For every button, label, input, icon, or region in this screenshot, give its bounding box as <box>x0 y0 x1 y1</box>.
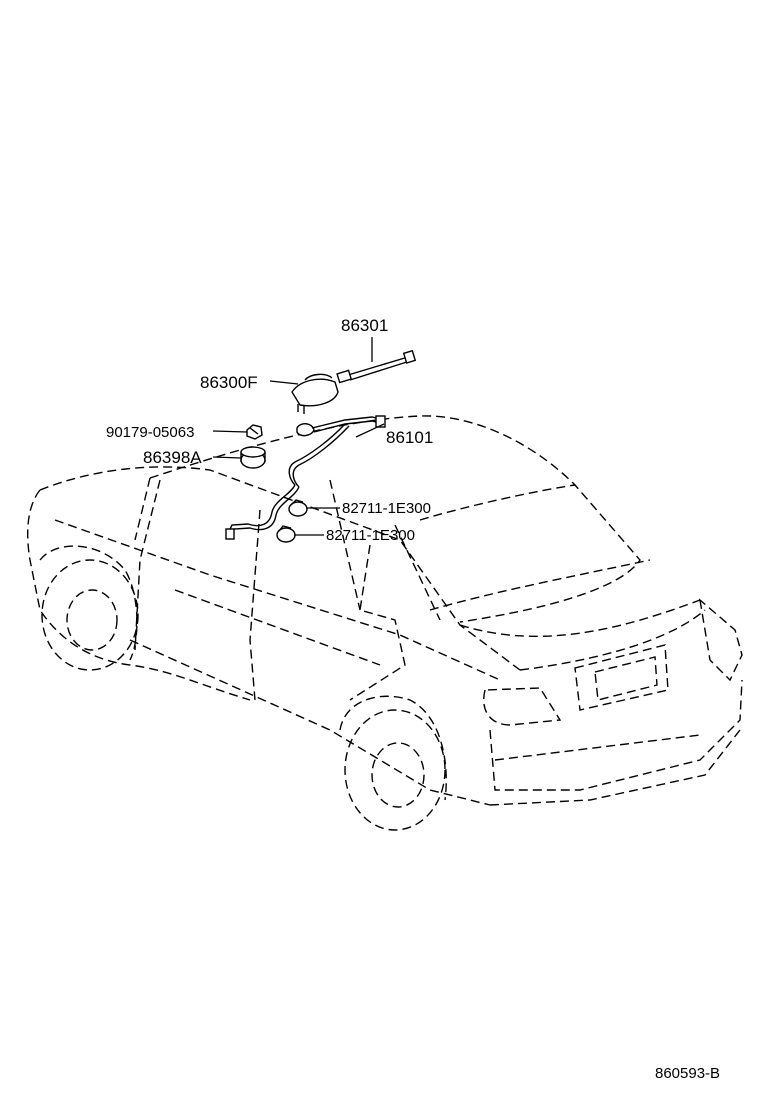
car-rear-lower <box>489 729 741 806</box>
car-rear-bumper <box>489 679 743 791</box>
car-wheel-front <box>41 559 139 671</box>
callout-antenna-rod: 86301 <box>341 316 388 335</box>
car-door-front <box>134 479 261 701</box>
car-plate-recess <box>574 644 669 711</box>
car-rear-window <box>419 484 651 611</box>
car-pillars <box>134 477 441 621</box>
car-outline <box>27 415 743 831</box>
car-beltline <box>39 466 521 671</box>
leader-lines <box>212 337 385 536</box>
car-front <box>27 489 251 701</box>
callout-antenna-base: 86300F <box>200 373 258 392</box>
antenna-cable <box>225 415 386 540</box>
car-wheel-front-inner <box>66 589 118 651</box>
clamp-1 <box>288 499 308 517</box>
callout-clamp-1: 82711-1E300 <box>342 500 431 517</box>
car-plate <box>594 656 658 701</box>
nut <box>246 424 263 440</box>
callout-cable: 86101 <box>386 428 433 447</box>
antenna-rod <box>336 349 417 384</box>
car-wheel-rear-inner <box>371 742 425 808</box>
car-sill <box>129 639 491 806</box>
cap <box>240 446 266 469</box>
car-trunk <box>459 599 706 671</box>
antenna-assembly <box>225 349 417 543</box>
car-side-crease <box>54 519 501 681</box>
callout-clamp-2: 82711-1E300 <box>326 527 415 544</box>
callout-nut: 90179-05063 <box>106 424 194 441</box>
car-wheel-arch-rear <box>339 695 447 801</box>
callout-cap: 86398A <box>143 448 202 467</box>
car-rear-lamp-left <box>483 687 562 726</box>
car-wheel-rear <box>344 709 446 831</box>
car-rear-lamp-right <box>698 598 743 682</box>
car-door-rear <box>349 544 406 701</box>
car-wheel-arch-front <box>39 545 138 661</box>
clamp-2 <box>276 525 296 543</box>
figure-code: 860593-B <box>655 1065 720 1082</box>
car-roof <box>149 415 641 623</box>
antenna-base <box>291 373 339 414</box>
